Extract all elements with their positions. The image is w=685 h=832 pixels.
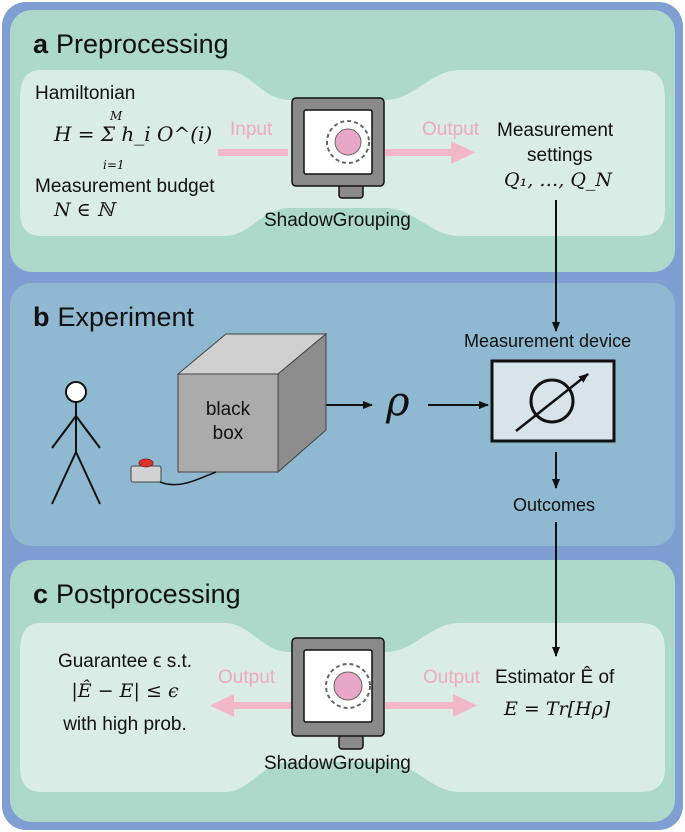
output-arrow-a (385, 141, 475, 164)
monitor-icon (291, 637, 385, 750)
hamiltonian-formula: H = Σ h_i O^(i) (54, 122, 213, 146)
settings-label-line2: settings (527, 145, 593, 166)
guarantee-line1: Guarantee ϵ s.t. (57, 651, 193, 672)
gear-icon (326, 120, 370, 164)
output-arrow-left (210, 694, 293, 717)
output-arrow-right (385, 694, 477, 717)
budget-formula: N ∈ ℕ (54, 199, 115, 221)
output-label-right: Output (423, 667, 481, 688)
settings-label-line1: Measurement (497, 120, 614, 141)
measurement-device-label: Measurement device (464, 331, 632, 351)
guarantee-line3: with high prob. (63, 714, 187, 735)
guarantee-line2: |Ê − E| ≤ ϵ (71, 680, 179, 702)
output-label-a: Output (422, 119, 480, 140)
monitor-icon (291, 97, 385, 199)
gear-icon (325, 663, 371, 709)
shadowgrouping-label-a: ShadowGrouping (264, 210, 411, 231)
outcomes-label: Outcomes (513, 495, 596, 515)
sum-upper-limit: M (110, 109, 123, 123)
sum-lower-limit: i=1 (103, 158, 125, 172)
state-rho: ρ (386, 379, 410, 425)
output-label-left: Output (218, 667, 276, 688)
budget-label: Measurement budget (35, 176, 215, 197)
measurement-device-icon (490, 359, 616, 443)
red-button-icon (130, 458, 217, 486)
input-arrow (218, 149, 288, 156)
settings-formula: Q₁, …, Q_N (504, 169, 613, 191)
shadowgrouping-label-c: ShadowGrouping (264, 753, 411, 774)
black-box-cube (176, 332, 328, 474)
estimator-line2: E = Tr[Hρ] (504, 698, 611, 720)
estimator-line1: Estimator Ê of (495, 667, 615, 688)
person-icon (51, 381, 101, 505)
panel-b-background (10, 283, 675, 546)
input-label: Input (230, 119, 273, 140)
hamiltonian-label: Hamiltonian (35, 83, 136, 104)
